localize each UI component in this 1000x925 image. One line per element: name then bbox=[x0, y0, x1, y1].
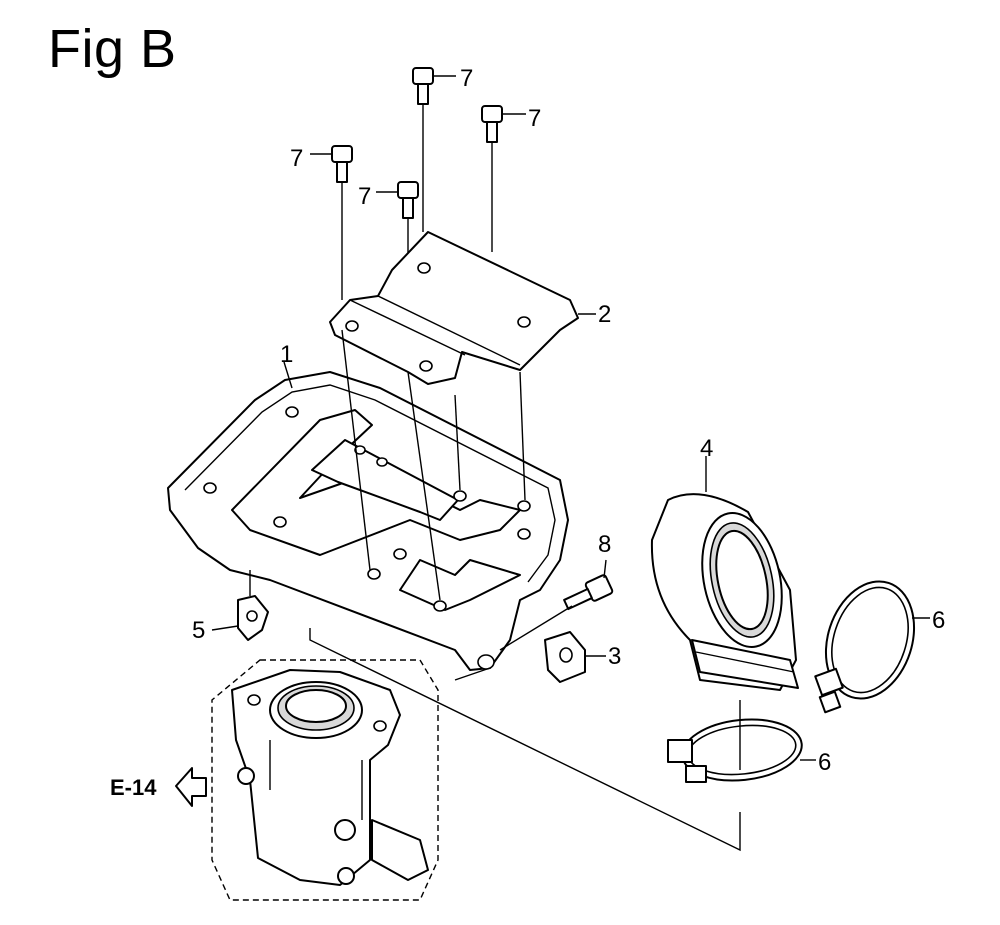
callout-7: 7 bbox=[358, 183, 371, 210]
callout-3: 3 bbox=[608, 643, 621, 670]
callout-4: 4 bbox=[700, 435, 713, 462]
callout-1: 1 bbox=[280, 341, 293, 368]
reference-arrow[interactable] bbox=[175, 767, 207, 807]
callout-2: 2 bbox=[598, 301, 611, 328]
reference-label[interactable]: E-14 bbox=[110, 775, 157, 800]
hose-clamp-6-lower bbox=[667, 700, 816, 783]
carburetor-inset bbox=[211, 659, 439, 901]
bolt-7-left bbox=[331, 145, 353, 300]
bolt-7-top bbox=[412, 67, 434, 232]
callout-7: 7 bbox=[460, 65, 473, 92]
callout-7: 7 bbox=[528, 105, 541, 132]
elbow-duct-4 bbox=[650, 456, 799, 691]
bolt-8 bbox=[499, 559, 614, 651]
callout-8: 8 bbox=[598, 531, 611, 558]
rubber-mount-3 bbox=[544, 631, 606, 683]
bolt-7-right bbox=[481, 105, 503, 252]
clip-5 bbox=[211, 570, 269, 641]
callout-6: 6 bbox=[932, 607, 945, 634]
tray-1 bbox=[167, 361, 569, 671]
callout-5: 5 bbox=[192, 617, 205, 644]
figure-title: Fig B bbox=[48, 19, 177, 79]
callout-7: 7 bbox=[290, 145, 303, 172]
hose-clamp-6-upper bbox=[814, 580, 930, 714]
bracket-plate-2 bbox=[329, 231, 596, 385]
callout-6: 6 bbox=[818, 749, 831, 776]
